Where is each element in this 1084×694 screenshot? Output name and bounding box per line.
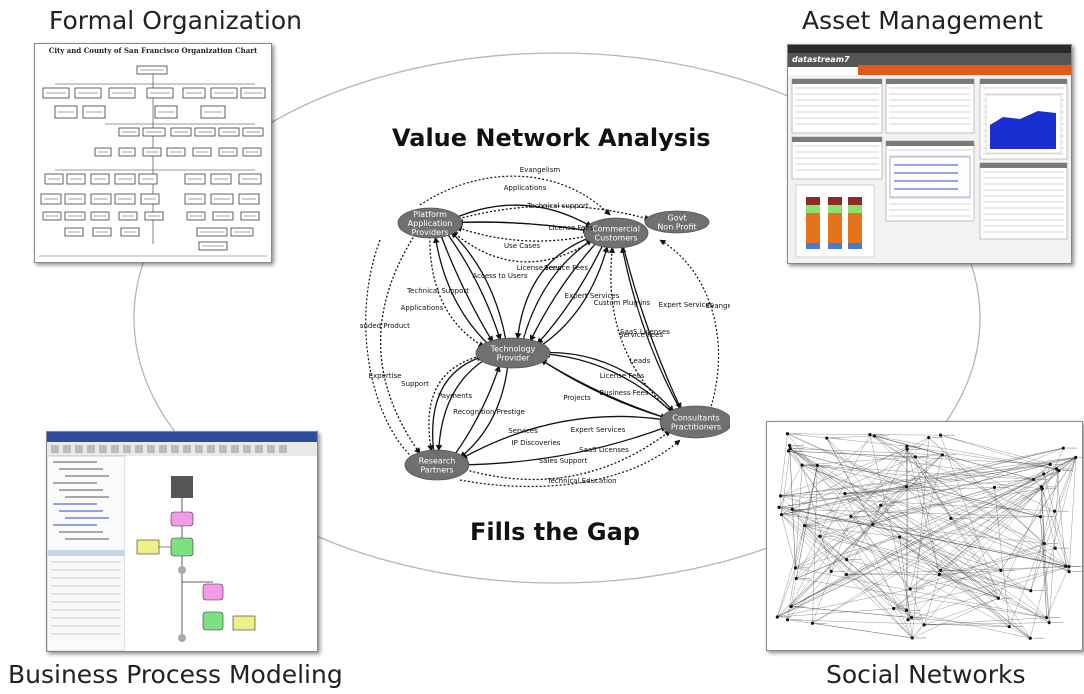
vna-edge-label: Technical support — [526, 202, 588, 210]
vna-edge-label: Applications — [504, 184, 547, 192]
svg-text:Govt: Govt — [668, 214, 687, 223]
vna-edge-label: Business Fees — [600, 389, 649, 397]
asset-tab-bar — [858, 65, 1071, 75]
svg-text:Platform: Platform — [413, 210, 447, 219]
vna-edge-label: Expert Services — [571, 426, 626, 434]
fills-the-gap-title: Fills the Gap — [470, 518, 640, 546]
asset-brand: datastream7 — [792, 55, 850, 64]
asset-management-screenshot: datastream7 — [787, 44, 1072, 264]
vna-edge-label: Expanded Product — [360, 322, 410, 330]
vna-edge-label: Expert Services — [659, 301, 714, 309]
asset-management-title: Asset Management — [802, 6, 1043, 35]
vna-edge-label: Technical Support — [406, 287, 469, 295]
vna-edge-label: Expert Services — [565, 292, 620, 300]
svg-text:Customers: Customers — [594, 234, 637, 243]
asset-titlebar — [788, 45, 1071, 53]
svg-text:Application: Application — [408, 219, 453, 228]
vna-edge-label: Evangelism — [706, 302, 730, 310]
svg-text:Commercial: Commercial — [592, 225, 640, 234]
svg-text:Research: Research — [419, 457, 456, 466]
vna-edge-label: Technical Education — [546, 477, 616, 485]
business-process-modeling-title: Business Process Modeling — [8, 660, 343, 689]
social-network-graph — [766, 421, 1083, 651]
svg-text:Partners: Partners — [420, 466, 453, 475]
vna-edge-label: IP Discoveries — [512, 439, 561, 447]
svg-text:Non Profit: Non Profit — [657, 223, 696, 232]
vna-edge-label: Payments — [438, 392, 473, 400]
org-chart-heading: City and County of San Francisco Organiz… — [48, 46, 258, 55]
vna-edge-label: Sales Support — [539, 457, 588, 465]
vna-edge-label: SaaS Licenses — [620, 328, 670, 336]
svg-text:Providers: Providers — [411, 228, 448, 237]
asset-dashboard-drawing — [788, 75, 1071, 263]
vna-edge-label: License Fees — [517, 264, 562, 272]
social-network-drawing — [775, 432, 1082, 640]
vna-edge-label: Service Fees — [544, 264, 588, 272]
social-networks-title: Social Networks — [826, 660, 1026, 689]
vna-edge-label: Expertise — [369, 372, 402, 380]
vna-edge-label: Applications — [401, 304, 444, 312]
svg-text:Provider: Provider — [497, 354, 531, 363]
vna-edge-label: Access to Users — [472, 272, 527, 280]
svg-text:Practitioners: Practitioners — [671, 423, 721, 432]
vna-edge-label: Leads — [630, 357, 651, 365]
vna-edge-label: Use Cases — [504, 242, 540, 250]
vna-edge-label: Services — [508, 427, 538, 435]
vna-edge-label: Projects — [563, 394, 591, 402]
org-chart-thumbnail: City and County of San Francisco Organiz… — [34, 43, 272, 263]
org-chart-drawing — [39, 65, 267, 257]
vna-edge-label: License Fees — [600, 372, 645, 380]
svg-text:Consultants: Consultants — [672, 414, 719, 423]
bpm-screenshot — [46, 431, 318, 652]
svg-text:Technology: Technology — [490, 345, 536, 354]
vna-edge-label: SaaS Licenses — [579, 446, 629, 454]
vna-edge-label: Custom Plug-ins — [594, 299, 651, 307]
bpm-drawing — [47, 432, 317, 651]
formal-organization-title: Formal Organization — [49, 6, 303, 35]
vna-edge-label: Support — [401, 380, 429, 388]
asset-header — [788, 53, 1071, 67]
value-network-analysis-title: Value Network Analysis — [392, 124, 711, 152]
vna-edge-label: Evangelism — [520, 166, 561, 174]
vna-edge-label: Service Fees — [619, 331, 663, 339]
vna-edge-label: Recognition Prestige — [453, 408, 525, 416]
vna-edge-label: License Fees — [549, 224, 594, 232]
